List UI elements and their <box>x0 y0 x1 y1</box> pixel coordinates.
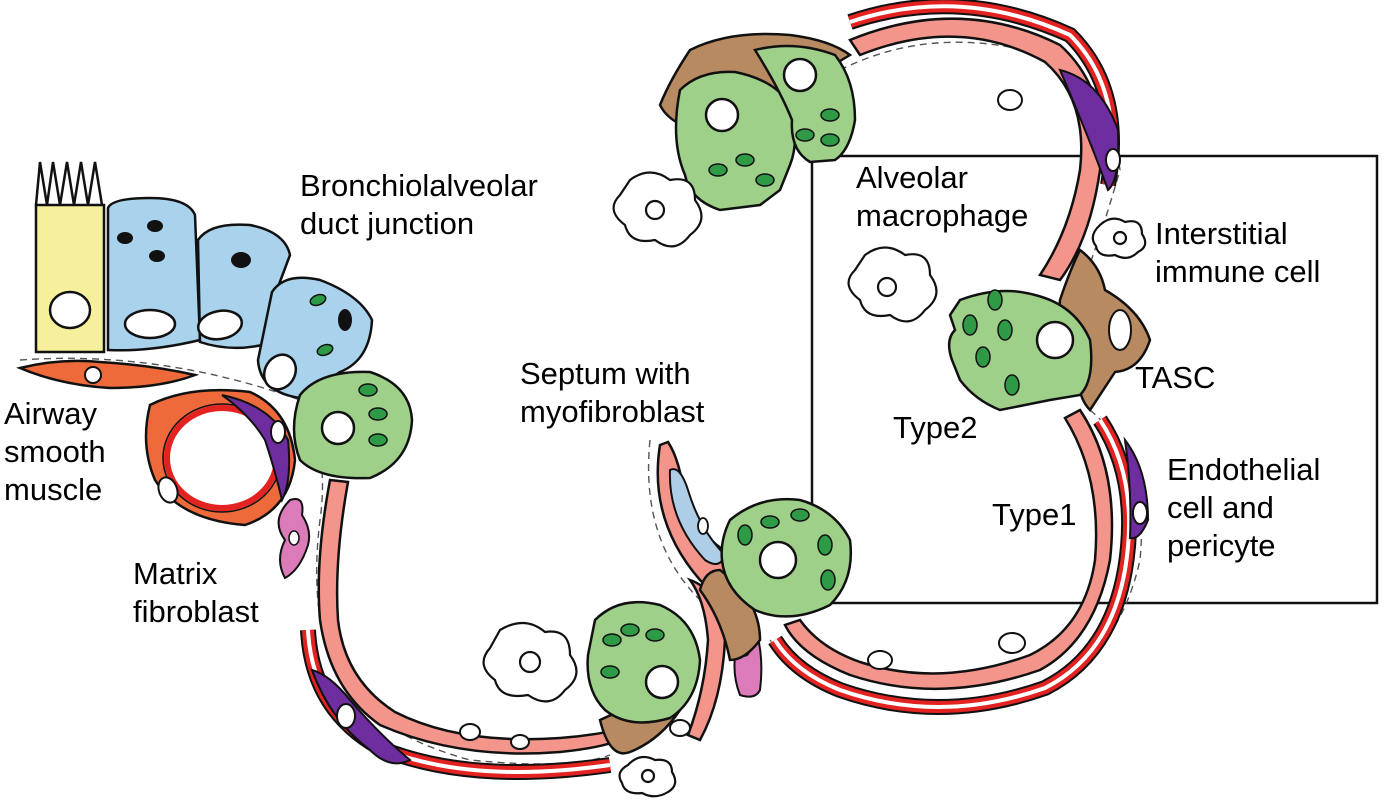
club-cell-3 <box>256 276 374 400</box>
label-interstitial-immune-cell: Interstitial immune cell <box>1155 216 1320 289</box>
macrophages <box>482 171 1147 798</box>
label-bronchiolar-junction: Bronchiolalveolar duct junction <box>300 168 546 241</box>
label-type1: Type1 <box>992 497 1076 532</box>
type2-cell-bottom <box>586 600 702 724</box>
type2-cell-top-1 <box>674 70 797 212</box>
label-airway-smooth-muscle: Airway smooth muscle <box>4 396 114 507</box>
airway-epithelium <box>16 161 374 400</box>
labels: Bronchiolalveolar duct junction Alveolar… <box>4 160 1329 629</box>
label-septum: Septum with myofibroblast <box>520 356 705 429</box>
blood-vessel <box>144 388 297 527</box>
airway-smooth-muscle-cell <box>16 359 200 390</box>
right-alveolus <box>768 0 1150 715</box>
label-matrix-fibroblast: Matrix fibroblast <box>133 556 259 629</box>
type2-cell-junction <box>292 370 414 480</box>
left-alveolar-wall <box>300 478 641 780</box>
label-tasc: TASC <box>1135 360 1215 395</box>
label-type2: Type2 <box>893 410 977 445</box>
ciliated-cell <box>34 161 106 354</box>
label-endothelial-pericyte: Endothelial cell and pericyte <box>1167 452 1329 563</box>
type2-cell-top-2 <box>753 44 857 164</box>
type2-cells <box>292 44 1093 724</box>
label-alveolar-macrophage: Alveolar macrophage <box>856 160 1028 233</box>
type2-cell-septum <box>720 498 852 618</box>
club-cell-1 <box>106 196 202 352</box>
type2-cell-boxed <box>947 289 1093 412</box>
